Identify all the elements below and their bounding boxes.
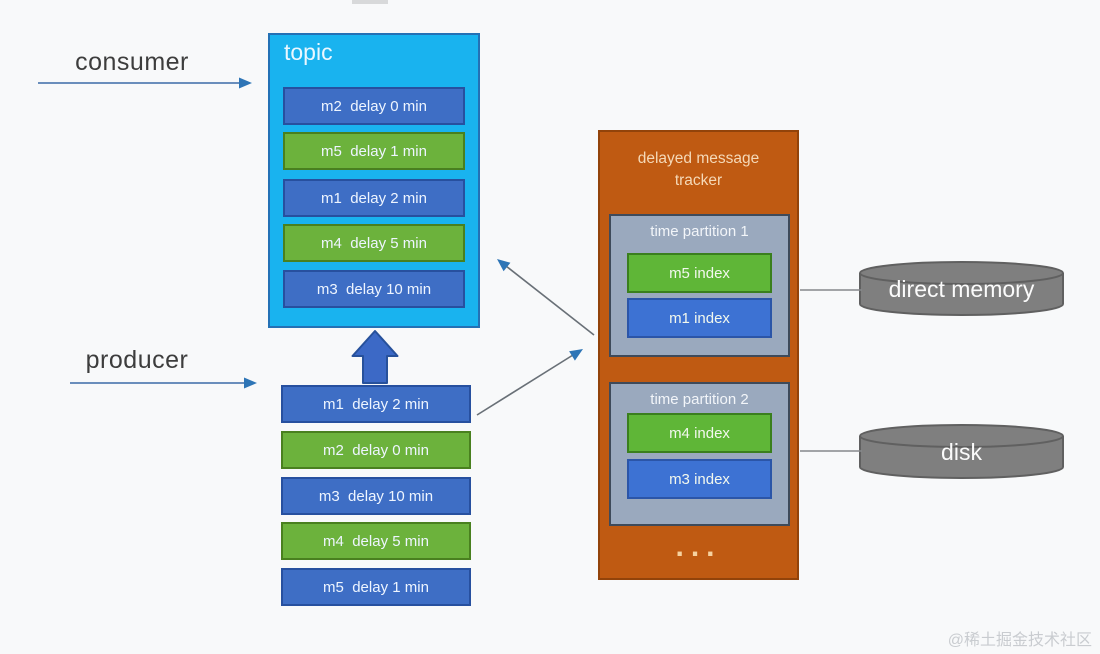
time-partition-2: time partition 2 m4 index m3 index [609,382,790,526]
ellipsis-dots: ... [675,530,722,563]
topic-message-row: m5 delay 1 min [283,132,465,170]
tracker-title: delayed message tracker [637,150,760,190]
topic-message-row: m3 delay 10 min [283,270,465,308]
top-crop-artifact [352,0,388,4]
tracker-box: delayed message tracker time partition 1… [598,130,799,580]
producer-message-row: m3 delay 10 min [281,477,471,515]
partition-title: time partition 2 [650,391,749,408]
topic-message-row: m1 delay 2 min [283,179,465,217]
publish-up-arrow [351,330,399,384]
watermark: @稀土掘金技术社区 [947,632,1092,649]
tracker-to-topic-arrow [497,259,595,336]
storage-label: direct memory [888,276,1035,302]
index-entry: m5 index [627,253,772,293]
producer-message-row: m4 delay 5 min [281,522,471,560]
index-entry: m3 index [627,459,772,499]
partition-title: time partition 1 [650,223,749,240]
index-entry: m1 index [627,298,772,338]
index-entry: m4 index [627,413,772,453]
producer-message-row: m1 delay 2 min [281,385,471,423]
topic-box: topic m2 delay 0 min m5 delay 1 min m1 d… [268,33,480,328]
producer-message-row: m2 delay 0 min [281,431,471,469]
topic-message-row: m4 delay 5 min [283,224,465,262]
cylinder-icon [859,261,1064,316]
consumer-label: consumer [75,48,189,76]
direct-memory-cylinder: direct memory [858,258,1065,320]
disk-cylinder: disk [858,421,1065,483]
producer-to-tracker-arrow [476,349,583,416]
consumer-arrow [38,77,252,89]
storage-label: disk [941,439,982,465]
topic-message-row: m2 delay 0 min [283,87,465,125]
producer-message-row: m5 delay 1 min [281,568,471,606]
producer-arrow [70,377,257,389]
cylinder-icon [859,424,1064,479]
producer-label: producer [85,346,189,374]
time-partition-1: time partition 1 m5 index m1 index [609,214,790,357]
topic-title: topic [284,39,333,65]
